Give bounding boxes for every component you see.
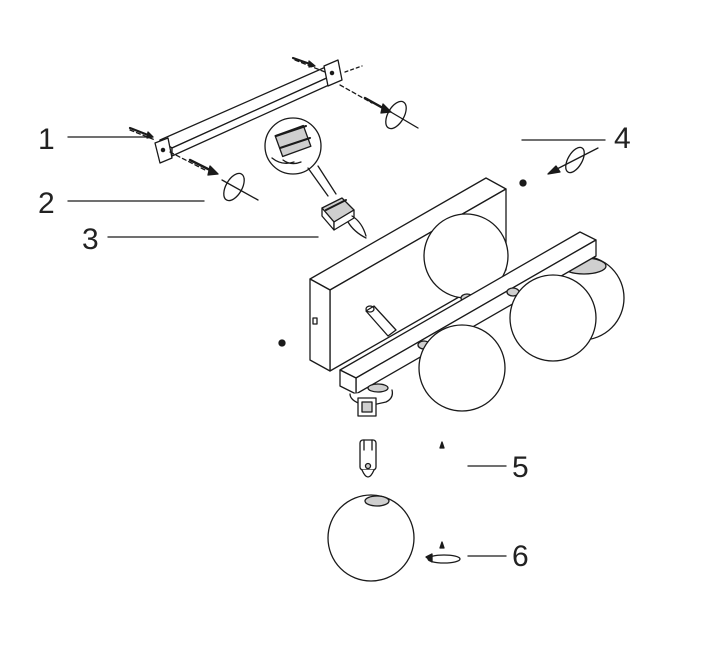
glass-globe xyxy=(327,494,415,582)
globe-front-left xyxy=(418,324,506,412)
rotate-arrow xyxy=(425,541,461,564)
terminal-detail xyxy=(264,117,337,197)
wall-plug-left xyxy=(221,172,259,202)
insert-arrow xyxy=(439,441,445,449)
callout-5: 5 xyxy=(512,451,529,484)
wall-screw-left xyxy=(188,158,219,176)
callout-1: 1 xyxy=(38,123,55,156)
callout-4: 4 xyxy=(614,122,631,155)
grub-screw-top xyxy=(519,179,527,187)
callout-2: 2 xyxy=(38,187,55,220)
mounting-bracket xyxy=(129,59,373,171)
lamp-holder xyxy=(349,383,394,417)
grub-screw-left xyxy=(278,339,286,347)
terminal-block xyxy=(321,197,367,239)
wall-plug-right xyxy=(383,100,419,130)
globe-front-middle xyxy=(509,274,597,362)
support-rod xyxy=(365,305,397,337)
callout-6: 6 xyxy=(512,540,529,573)
leader-lines xyxy=(67,136,606,557)
callout-3: 3 xyxy=(82,223,99,256)
bracket-screw-right xyxy=(291,56,316,68)
plug-4 xyxy=(547,146,599,175)
globe-back-left xyxy=(423,213,509,303)
wall-screw-right xyxy=(363,96,392,114)
g9-bulb xyxy=(359,439,377,478)
